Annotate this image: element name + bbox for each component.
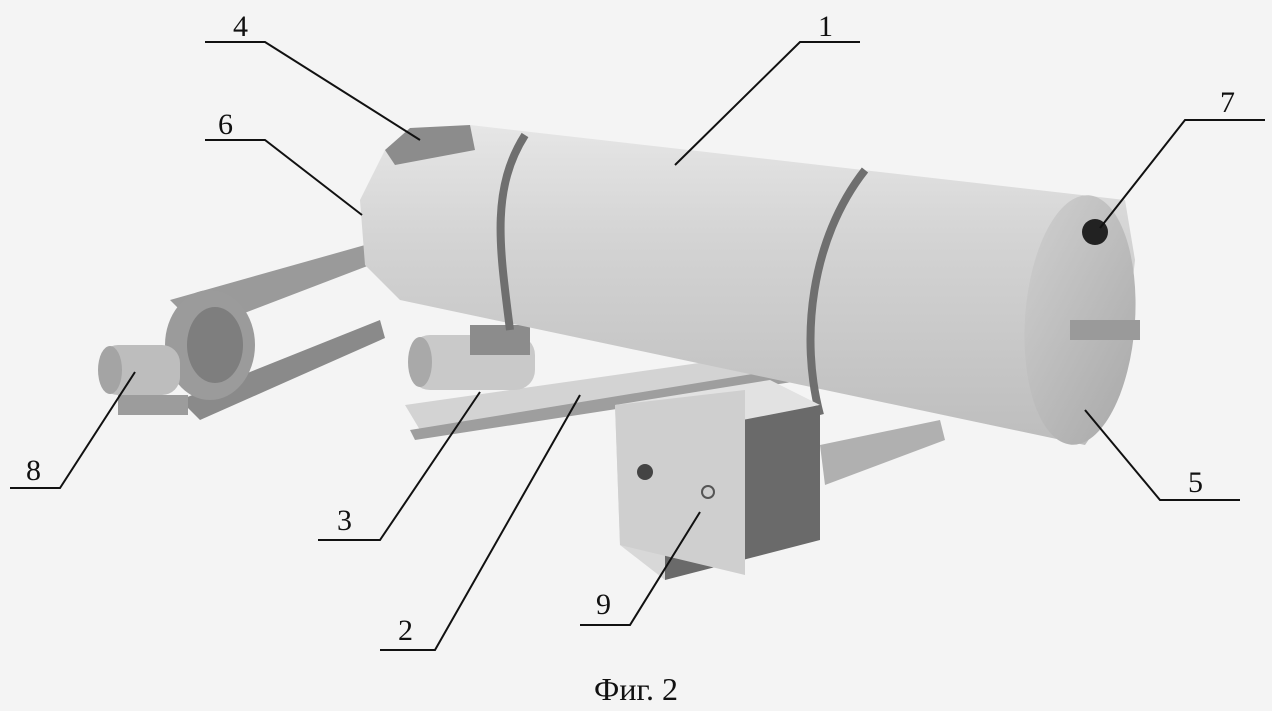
label-8: 8: [26, 454, 41, 487]
label-9: 9: [596, 588, 611, 621]
label-2: 2: [398, 614, 413, 647]
label-5: 5: [1188, 466, 1203, 499]
label-7: 7: [1220, 86, 1235, 119]
fan-assembly: [98, 245, 385, 420]
label-4: 4: [233, 10, 248, 43]
label-3: 3: [337, 504, 352, 537]
figure-caption: Фиг. 2: [594, 671, 678, 707]
control-box: [615, 380, 820, 580]
label-1: 1: [818, 10, 833, 43]
label-6: 6: [218, 108, 233, 141]
